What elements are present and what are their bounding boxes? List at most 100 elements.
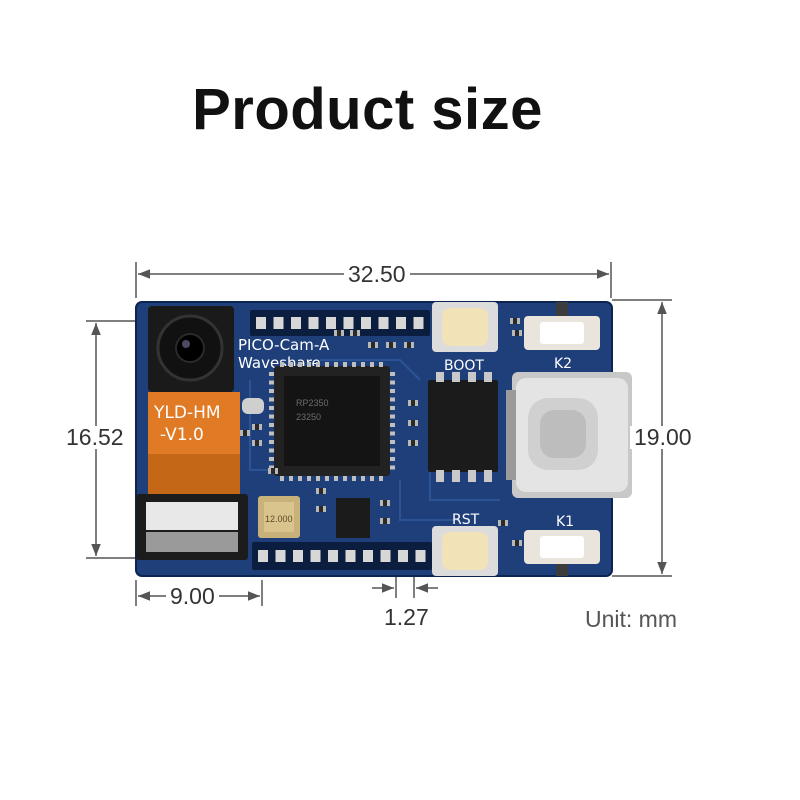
camera-flex-tail [148,454,240,494]
chip-pin [289,476,293,481]
header-pin [413,317,424,329]
lens-glare [182,340,190,348]
camera-offset-dimension-label: 9.00 [166,585,219,608]
smd-component-body [243,430,247,436]
chip-pin [390,372,395,376]
chip-pin [390,448,395,453]
chip-pin [379,476,383,481]
k1-label: K1 [556,514,574,530]
smd-component-body [337,330,341,336]
chip-pin [298,362,302,367]
smd-component-body [515,330,519,336]
fpc-connector [136,494,248,560]
header-pin [378,317,389,329]
camera-label-line2: -V1.0 [160,425,204,445]
usb-c-connector [506,372,632,498]
chip-pin [269,423,274,427]
header-pin [293,550,303,562]
flash-pin [452,372,460,382]
page-title: Product size [192,77,543,142]
chip-pin [390,465,395,470]
chip-pin [289,362,293,367]
header-pin [380,550,391,562]
flash-pin [484,372,492,382]
header-pin [328,550,338,562]
header-pin [415,550,426,562]
chip-pin [269,397,274,402]
chip-pin [390,440,395,444]
chip-pin [316,362,320,367]
top-pin-row [256,317,424,329]
header-pin [363,550,373,562]
smd-component-body [371,342,375,348]
smd-component-body [255,440,259,446]
camera-lens [175,333,205,363]
chip-pin [269,414,274,419]
passive-components [240,318,522,546]
chip-pin [334,476,338,481]
pcb-board: YLD-HM -V1.0 PICO-Cam-A Waveshare RP2350… [135,301,632,577]
smd-component-body [319,506,323,512]
flash-pin [452,470,460,482]
boot-button [432,302,498,352]
camera-flex-cable [148,392,240,454]
header-pin [396,317,406,329]
chip-pin [343,476,347,481]
total-height-dimension-label: 19.00 [630,426,696,449]
header-pin [326,317,336,329]
chip-pin [269,372,274,376]
crystal-marking: 12.000 [265,514,293,524]
chip-pin [390,397,395,402]
chip-pin [352,362,356,367]
chip-pin [352,476,356,481]
unit-note: Unit: mm [585,606,677,632]
pin-pitch-dimension-label: 1.27 [384,604,429,630]
chip-pin [390,423,395,427]
chip-pin [269,389,274,393]
rst-button-label: RST [452,512,480,528]
chip-pin [269,440,274,444]
chip-pin [325,476,329,481]
bottom-pin-row [258,550,426,562]
flash-pin [468,372,476,382]
smd-component-body [411,440,415,446]
chip-pin [361,362,365,367]
chip-pin [343,362,347,367]
chip-pin [298,476,302,481]
chip-pin [390,431,395,436]
chip-marking-2: 23250 [296,412,321,422]
flash-pin [484,470,492,482]
smd-component-body [513,318,517,324]
camera-module: YLD-HM -V1.0 [148,306,240,494]
chip-pin [325,362,329,367]
crystal-oscillator: 12.000 [258,496,300,538]
chip-pin [269,457,274,461]
smd-component-body [383,500,387,506]
chip-pin [269,406,274,410]
width-dimension-label: 32.50 [344,263,410,286]
smd-component-body [271,468,275,474]
chip-pin [390,380,395,385]
chip-pin [269,431,274,436]
chip-pin [379,362,383,367]
chip-pin [334,362,338,367]
header-pin [310,550,321,562]
chip-pin [390,457,395,461]
flash-pin [436,372,444,382]
chip-marking-1: RP2350 [296,398,329,408]
top-pin-header [250,310,430,336]
chip-pin [361,476,365,481]
smd-component-body [407,342,411,348]
chip-pin [390,414,395,419]
camera-label-line1: YLD-HM [153,403,221,423]
chip-pin [307,476,311,481]
smd-component-body [353,330,357,336]
header-pin [291,317,301,329]
chip-pin [269,448,274,453]
header-pin [361,317,371,329]
smd-component-body [389,342,393,348]
smd-component-body [501,520,505,526]
k2-label: K2 [554,356,572,372]
flash-pin [436,470,444,482]
